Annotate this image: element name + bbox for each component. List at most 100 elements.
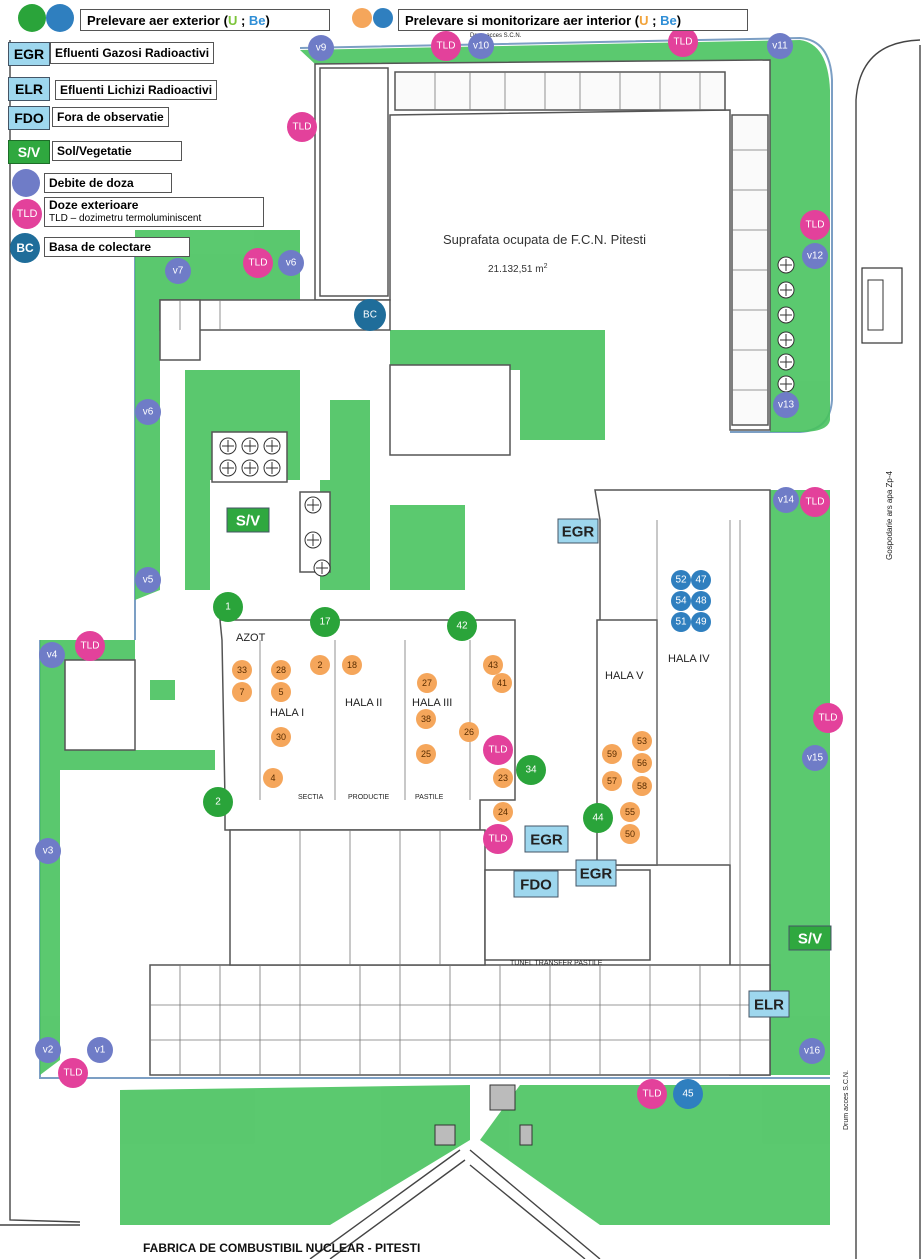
interior-u-marker [632,731,652,751]
hall-iii-label: HALA III [412,697,452,709]
interior-u-marker-label: 41 [497,678,507,688]
dose-rate-marker [87,1037,113,1063]
fdo-box [513,870,559,898]
dose-rate-marker-label: v9 [316,43,327,54]
interior-u-marker [271,727,291,747]
interior-u-marker-label: 5 [278,687,283,697]
exterior-sample-marker [516,755,546,785]
road-label-right: Gospodarie ars apa Zp-4 [885,471,894,560]
interior-u-marker [416,744,436,764]
hall-ii-label: HALA II [345,697,382,709]
egr-box-2-label: EGR [530,832,563,849]
roads [0,39,921,1259]
interior-u-marker [620,824,640,844]
road-label-top: Drum acces S.C.N. [470,33,522,39]
exterior-sample-marker-label: 17 [319,617,331,628]
interior-u-marker [493,802,513,822]
tld-marker-label: TLD [249,258,268,269]
dose-rate-marker-label: v10 [473,41,490,52]
interior-u-marker-label: 38 [421,714,431,724]
interior-u-marker-label: 4 [270,773,275,783]
dose-rate-marker [799,1038,825,1064]
tld-marker [58,1058,88,1088]
sv-box-2-label: S/V [798,931,822,948]
fdo-box-label: FDO [520,877,552,894]
tld-marker-label: TLD [643,1089,662,1100]
collection-basin-marker [354,299,386,331]
interior-be-marker-label: 54 [675,596,687,607]
interior-u-marker-label: 43 [488,660,498,670]
dose-rate-marker [165,258,191,284]
tld-marker-label: TLD [674,37,693,48]
interior-u-marker [632,753,652,773]
egr-box-1 [557,518,599,544]
interior-u-marker-label: 7 [239,687,244,697]
dose-rate-marker [802,243,828,269]
building-details [150,72,770,1075]
interior-u-marker-label: 56 [637,758,647,768]
tunnel-label: TUNEL TRANSFER PASTILE [510,960,603,967]
exterior-sample-marker [203,787,233,817]
interior-u-marker [232,682,252,702]
tld-marker [800,210,830,240]
dose-rate-marker-label: v3 [43,846,54,857]
interior-u-marker-label: 25 [421,749,431,759]
sv-box-1-label: S/V [236,513,260,530]
exterior-sample-marker [213,592,243,622]
footer-title: FABRICA DE COMBUSTIBIL NUCLEAR - PITESTI [143,1241,420,1255]
exterior-sample-marker-label: 34 [525,765,537,776]
dose-rate-marker-label: v6 [143,407,154,418]
exterior-sample-marker-label: 44 [592,813,604,824]
tld-marker [637,1079,667,1109]
interior-be-marker [671,570,691,590]
tld-marker [431,31,461,61]
elr-box [748,990,790,1018]
sv-box-1 [226,507,270,533]
interior-be-marker-label: 47 [695,575,707,586]
interior-u-marker-label: 30 [276,732,286,742]
interior-u-marker [310,655,330,675]
collection-basin-marker-label: BC [363,310,377,321]
interior-u-marker [620,802,640,822]
dose-rate-marker-label: v2 [43,1045,54,1056]
dose-rate-marker-label: v14 [778,495,795,506]
section-label-3: PASTILE [415,794,444,801]
interior-u-marker [263,768,283,788]
tld-marker-label: TLD [489,745,508,756]
tld-marker [483,735,513,765]
tld-marker [668,27,698,57]
interior-u-marker [342,655,362,675]
interior-u-marker [459,722,479,742]
tld-marker-label: TLD [819,713,838,724]
interior-u-marker-label: 28 [276,665,286,675]
buildings [64,59,771,1076]
interior-be-marker [691,591,711,611]
interior-be-marker [691,612,711,632]
interior-u-marker-label: 23 [498,773,508,783]
exterior-sample-marker-label: 2 [215,797,221,808]
interior-u-marker-label: 53 [637,736,647,746]
interior-u-marker [271,682,291,702]
tld-marker-label: TLD [437,41,456,52]
dose-rate-marker-label: v7 [173,266,184,277]
interior-be-marker [671,591,691,611]
interior-u-marker-label: 59 [607,749,617,759]
hall-v-label: HALA V [605,670,644,682]
tld-marker-label: TLD [64,1068,83,1079]
tld-marker [287,112,317,142]
tld-marker [75,631,105,661]
interior-u-marker-label: 57 [607,776,617,786]
interior-u-marker [632,776,652,796]
interior-u-marker-label: 27 [422,678,432,688]
tld-marker [243,248,273,278]
dose-rate-marker-label: v6 [286,258,297,269]
egr-box-2 [524,825,569,853]
interior-u-marker-label: 58 [637,781,647,791]
site-title: Suprafata ocupata de F.C.N. Pitesti [443,232,646,247]
interior-be-marker [673,1079,703,1109]
dose-rate-marker-label: v5 [143,575,154,586]
dose-rate-marker [773,487,799,513]
hall-iv-label: HALA IV [668,653,710,665]
